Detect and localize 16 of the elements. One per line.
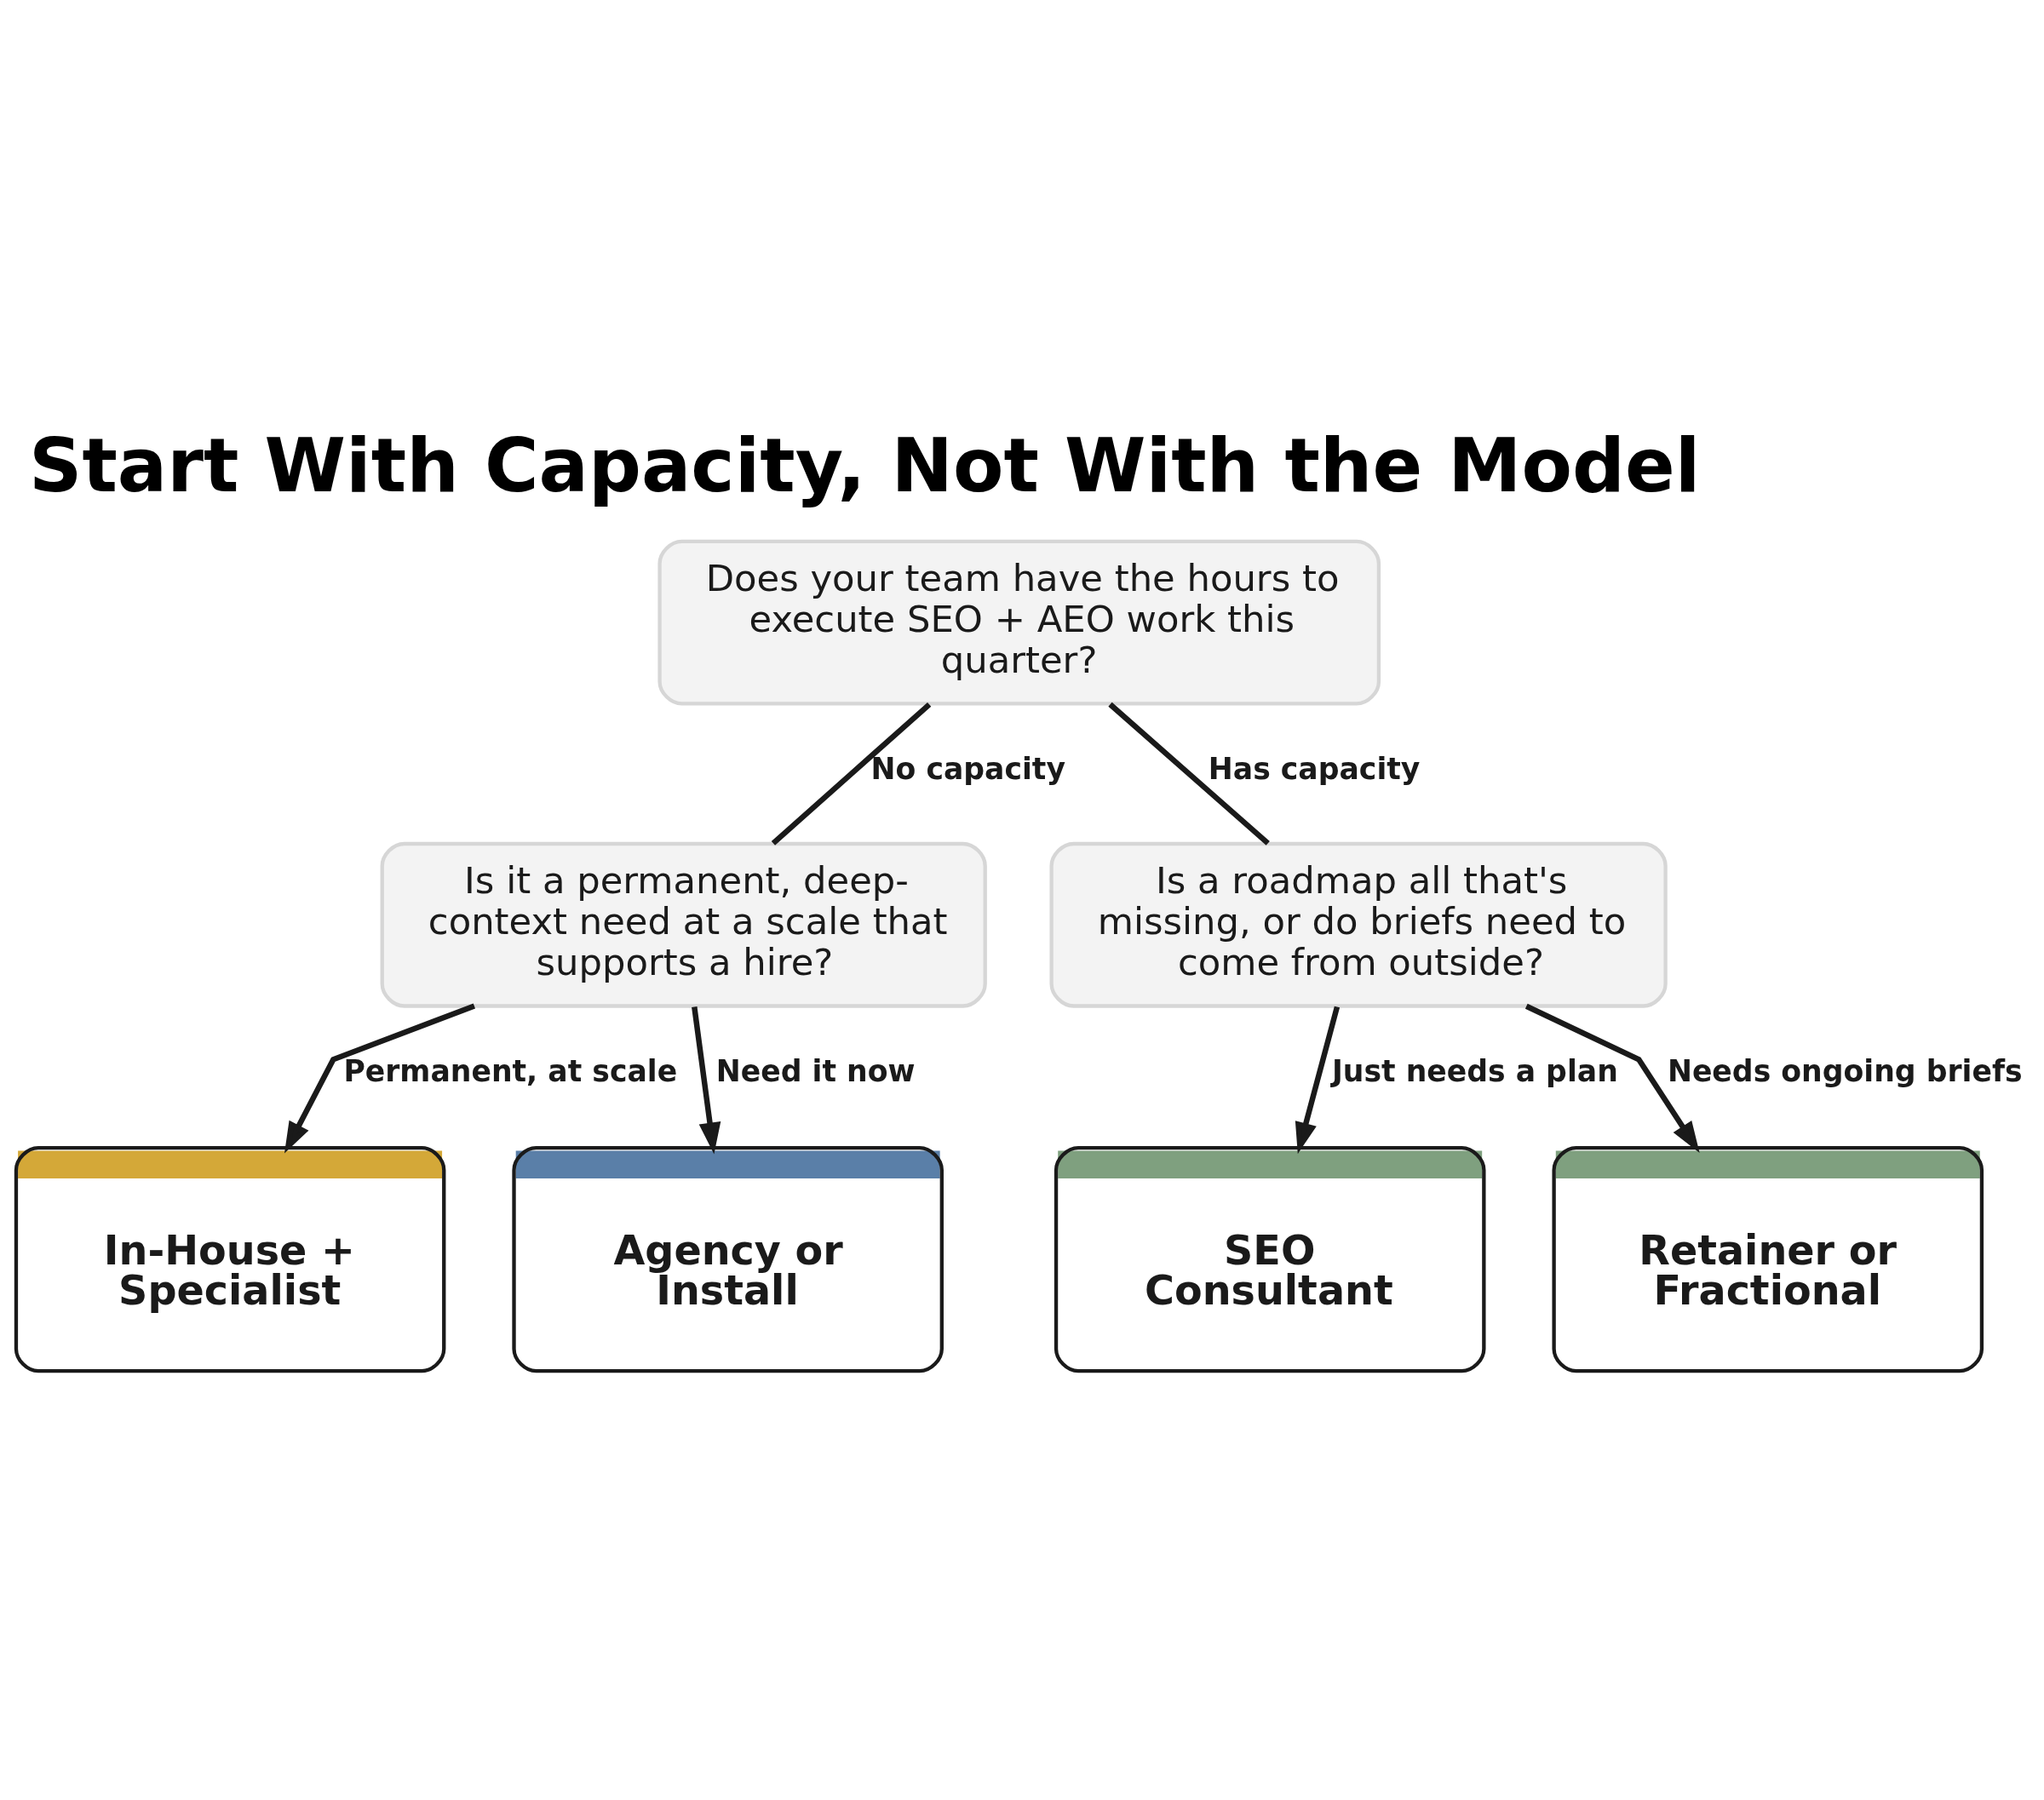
edge-label: Need it now [715,1053,916,1088]
edge-label: No capacity [870,751,1065,786]
arrow [692,1006,721,1155]
edge-label: Needs ongoing briefs [1667,1053,2023,1088]
edge-label: Permanent, at scale [343,1053,678,1088]
node-box: Does your team have the hours to execute SEO + AEO work this quarter? [657,539,1381,706]
node-box: Is it a permanent, deep-context need at a scale that supports a hire? [380,841,987,1008]
edge-label: Just needs a plan [1331,1053,1618,1088]
diagram-title: Start With Capacity, Not With the Model [29,423,1701,509]
arrow [284,1003,476,1154]
arrow [1295,1006,1341,1155]
connector [771,702,932,846]
edge-label: Has capacity [1208,751,1421,786]
arrow [1524,1003,1700,1153]
connector [1108,702,1270,846]
node-box: Is a roadmap all that's missing, or do briefs need to come from outside? [1049,841,1668,1008]
